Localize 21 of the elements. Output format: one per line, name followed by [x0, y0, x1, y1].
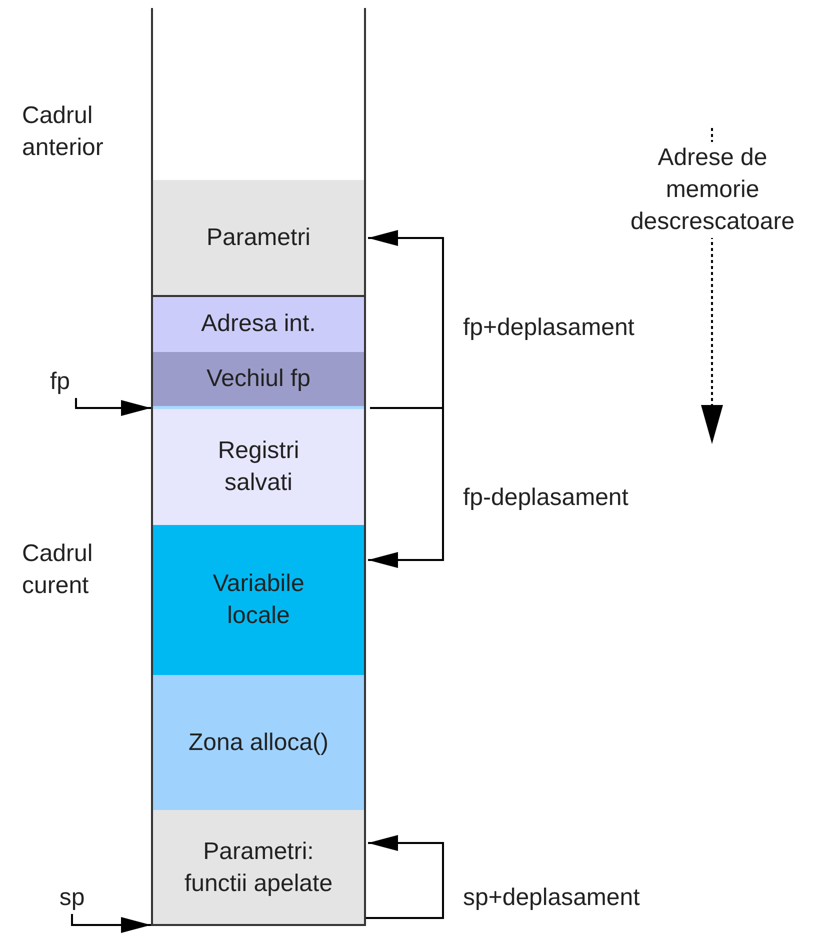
- arrow: [366, 835, 444, 919]
- pointer-label: fp: [48, 367, 71, 397]
- segment-label: Registri salvati: [216, 436, 300, 498]
- pointer-label: sp: [58, 883, 86, 913]
- arrow: [368, 230, 444, 409]
- segment-label: Parametri: [205, 223, 312, 253]
- segment-label: Adresa int.: [200, 309, 317, 339]
- stack-segment: [152, 525, 365, 675]
- stack-segment: [152, 180, 365, 296]
- segment-label: Zona alloca(): [187, 728, 330, 758]
- segment-label: Parametri: functii apelate: [183, 836, 334, 898]
- stack-segment: [152, 675, 365, 810]
- arrow: [71, 914, 151, 933]
- stack-segment: [152, 406, 365, 525]
- stack-segment: [152, 296, 365, 352]
- arrow: [368, 407, 444, 568]
- segment-label: Vechiul fp: [205, 364, 312, 394]
- arrow: [75, 398, 151, 416]
- stack-segment: [152, 810, 365, 925]
- segment-label: Variabile locale: [212, 569, 306, 631]
- stack-segment: [152, 352, 365, 406]
